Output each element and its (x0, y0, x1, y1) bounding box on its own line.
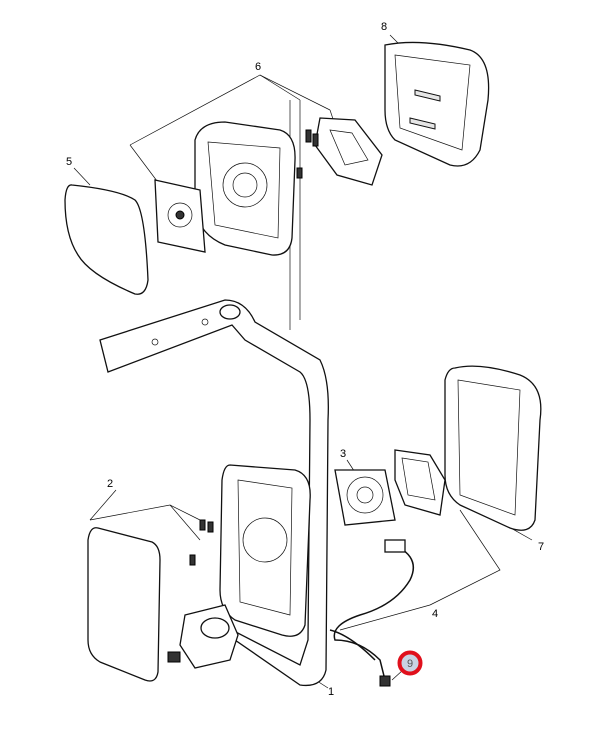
part-7-cover (444, 365, 542, 531)
lower-housing (219, 464, 311, 637)
part-5-mirror-glass (64, 184, 149, 295)
part-8-cover (384, 41, 490, 167)
part-6-bracket (296, 117, 383, 186)
callout-5: 5 (66, 156, 72, 168)
highlight-ring[interactable] (397, 650, 423, 676)
callout-9: 9 (407, 658, 413, 670)
callout-1: 1 (328, 686, 334, 698)
part-3-motor (334, 449, 446, 526)
callout-labels: 1 2 3 4 5 6 7 8 (66, 21, 544, 698)
callout-4: 4 (432, 608, 438, 620)
mirror-arm (99, 299, 329, 687)
mounting-base (167, 604, 239, 669)
connectors (189, 519, 214, 566)
callout-2: 2 (107, 478, 113, 490)
highlighted-callout-9[interactable]: 9 (397, 650, 423, 676)
upper-housing (194, 121, 296, 256)
callout-6: 6 (255, 61, 261, 73)
callout-8: 8 (381, 21, 387, 33)
callout-3: 3 (340, 448, 346, 460)
callout-7: 7 (538, 541, 544, 553)
part-4-cable (329, 539, 415, 687)
part-2-mirror-glass (87, 527, 161, 682)
upper-motor-plate (154, 179, 206, 253)
